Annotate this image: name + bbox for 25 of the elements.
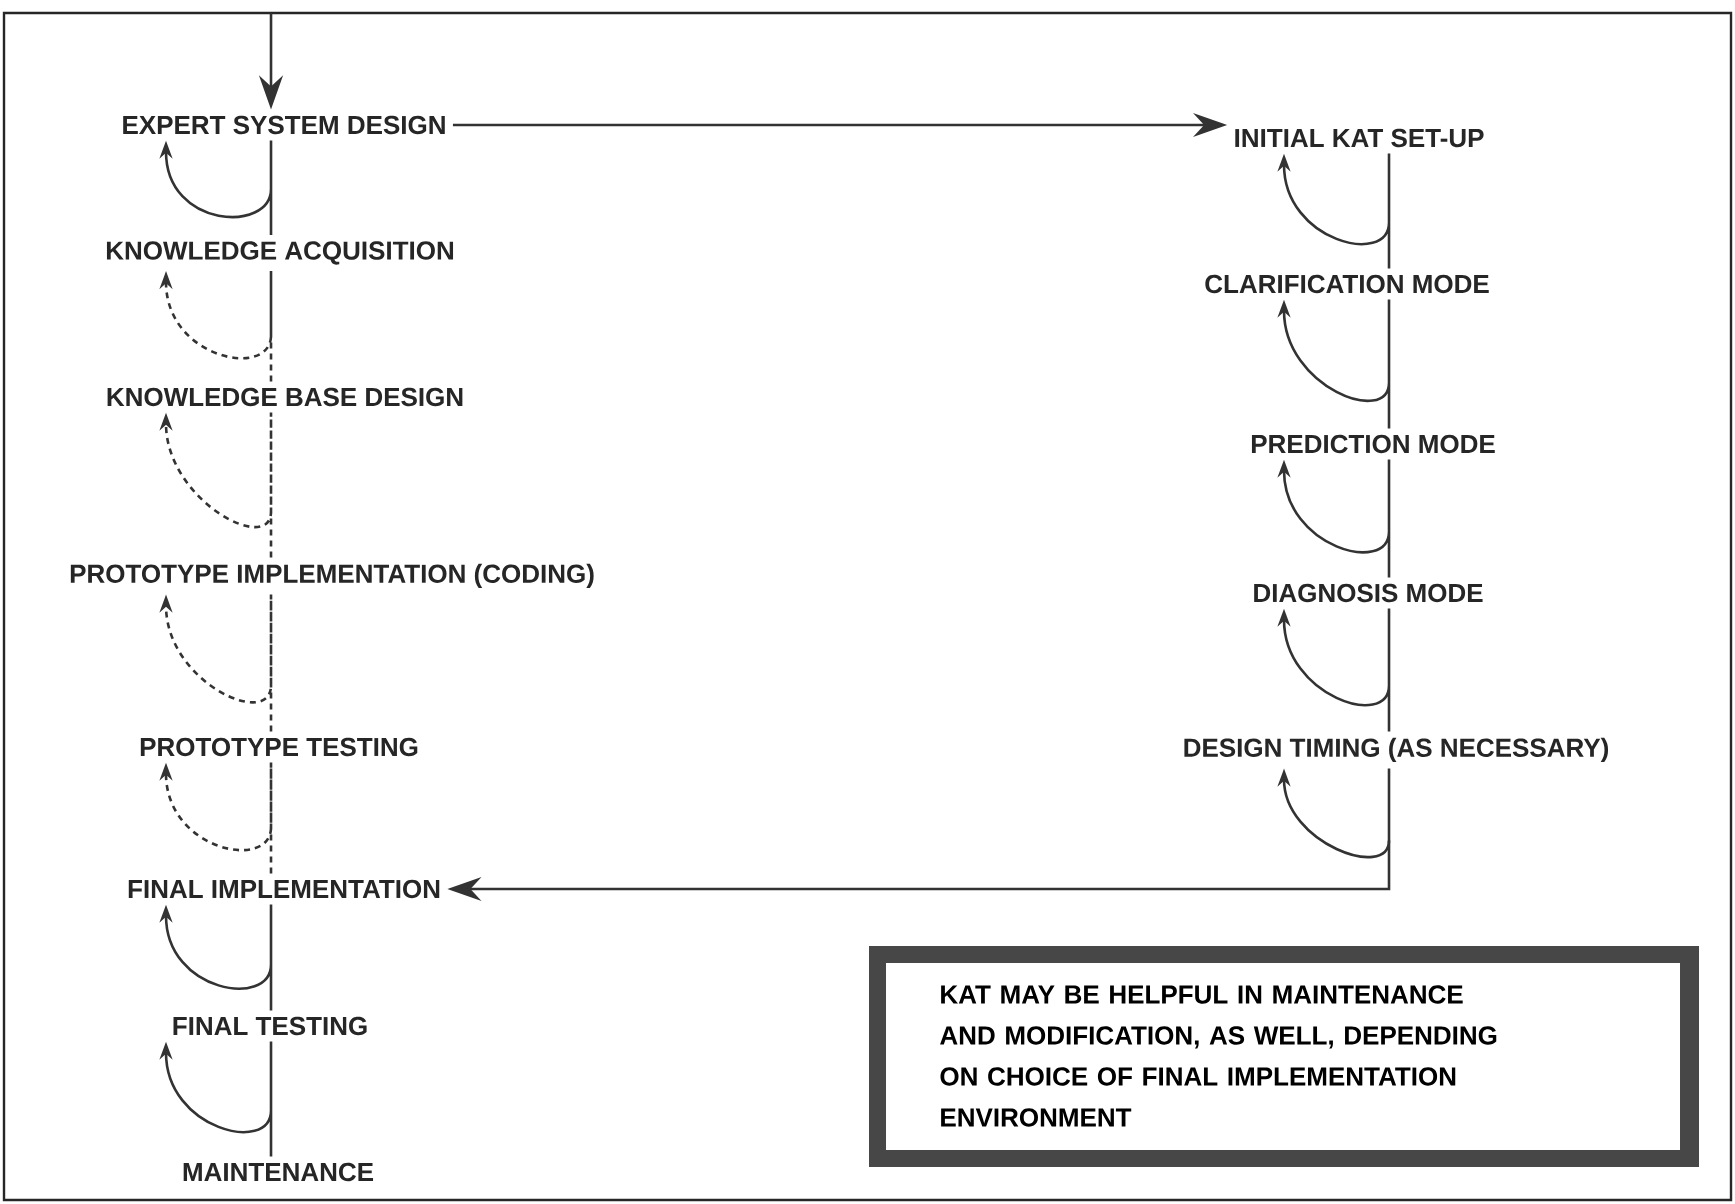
arrow bbox=[1277, 152, 1391, 269]
step-label: FINAL IMPLEMENTATION bbox=[128, 879, 440, 899]
step-label: INITIAL KAT SET-UP bbox=[1235, 128, 1484, 148]
step-label: KNOWLEDGE ACQUISITION bbox=[106, 241, 454, 265]
arrow bbox=[1277, 298, 1391, 429]
step-label: PREDICTION MODE bbox=[1251, 434, 1495, 454]
step-label: KNOWLEDGE BASE DESIGN bbox=[107, 387, 463, 407]
arrow bbox=[159, 411, 273, 558]
arrow bbox=[159, 593, 273, 732]
arrow bbox=[159, 761, 273, 874]
arrow bbox=[159, 139, 273, 235]
step-label: DIAGNOSIS MODE bbox=[1254, 583, 1483, 603]
arrow bbox=[159, 269, 273, 382]
step-label: PROTOTYPE IMPLEMENTATION (CODING) bbox=[70, 563, 594, 589]
arrow bbox=[159, 1040, 273, 1157]
step-label: DESIGN TIMING (AS NECESSARY) bbox=[1184, 737, 1609, 763]
arrow bbox=[1277, 607, 1391, 732]
arrow bbox=[1277, 458, 1391, 578]
note-box: KAT MAY BE HELPFUL IN MAINTENANCE AND MODIFICATION, AS WELL, DEPENDING ON CHOICE OF FINAL IMPLEMENTATION ENVIRONMENT bbox=[869, 946, 1699, 1167]
step-label: EXPERT SYSTEM DESIGN bbox=[123, 115, 445, 135]
step-label: CLARIFICATION MODE bbox=[1205, 274, 1489, 294]
step-label: FINAL TESTING bbox=[173, 1016, 367, 1036]
arrow bbox=[159, 903, 273, 1011]
step-label: MAINTENANCE bbox=[183, 1162, 374, 1182]
step-label: PROTOTYPE TESTING bbox=[140, 737, 418, 757]
